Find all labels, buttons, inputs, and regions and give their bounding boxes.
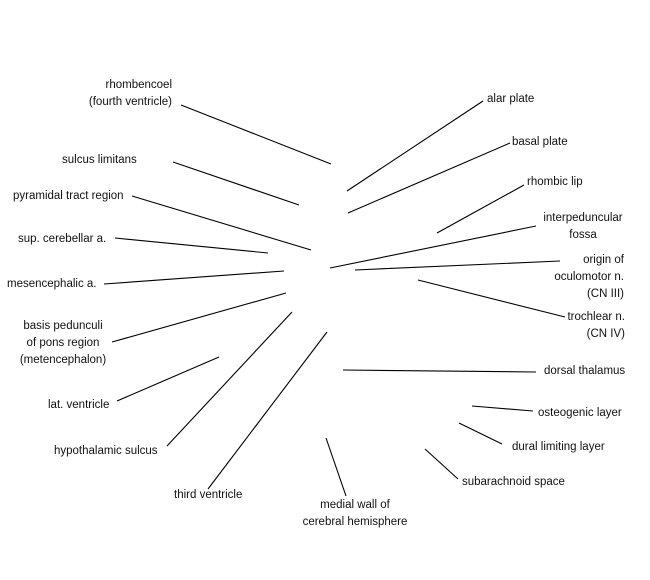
leader-line-lat-ventricle (116, 356, 220, 402)
label-dural-limiting-layer: dural limiting layer (512, 441, 605, 453)
label-sup-cerebellar: sup. cerebellar a. (18, 233, 107, 245)
label-third-ventricle: third ventricle (174, 489, 243, 501)
label-medial-wall: medial wall of cerebral hemisphere (302, 499, 408, 528)
label-sulcus-limitans: sulcus limitans (62, 154, 137, 166)
label-basal-plate: basal plate (512, 136, 568, 148)
leader-line-alar-plate (346, 100, 484, 192)
label-pyramidal-tract-region: pyramidal tract region (13, 190, 124, 202)
leader-line-mesencephalic (103, 270, 285, 285)
leader-line-subarachnoid (424, 448, 459, 480)
leader-line-medial-wall (325, 437, 347, 497)
label-hypothalamic-sulcus: hypothalamic sulcus (54, 445, 158, 457)
leader-line-dural-limiting (458, 422, 503, 445)
label-dorsal-thalamus: dorsal thalamus (544, 365, 626, 377)
label-mesencephalic: mesencephalic a. (7, 278, 97, 290)
leader-line-basis-pedunculi (111, 292, 287, 343)
leader-line-interpeduncular (329, 225, 537, 269)
leader-line-rhombic-lip (436, 184, 525, 234)
leader-line-third-ventricle (207, 331, 328, 490)
leader-line-pyramidal-tract (131, 195, 312, 251)
label-rhombic-lip: rhombic lip (527, 176, 583, 188)
label-osteogenic-layer: osteogenic layer (538, 407, 622, 419)
label-interpeduncular-fossa: interpeduncular fossa (543, 212, 623, 241)
leader-line-basal-plate (347, 142, 511, 214)
leader-line-dorsal-thalamus (342, 369, 537, 373)
label-basis-pedunculi: basis pedunculi of pons region (metencep… (19, 320, 107, 366)
leader-line-oculomotor (354, 260, 561, 271)
label-trochlear-nerve: trochlear n. (CN IV) (567, 311, 625, 340)
leader-line-hypothalamic-sulcus (166, 311, 293, 447)
label-rhombencoel: rhombencoel (fourth ventricle) (88, 79, 172, 108)
leader-line-rhombencoel (180, 104, 332, 165)
leader-line-osteogenic (471, 405, 534, 412)
leader-line-sulcus-limitans (172, 161, 300, 206)
label-oculomotor-origin: origin of oculomotor n. (CN III) (554, 254, 624, 300)
leader-line-sup-cerebellar (114, 237, 269, 254)
leader-line-trochlear (417, 279, 566, 318)
label-lat-ventricle: lat. ventricle (48, 399, 110, 411)
label-subarachnoid-space: subarachnoid space (462, 476, 565, 488)
label-alar-plate: alar plate (487, 93, 535, 105)
